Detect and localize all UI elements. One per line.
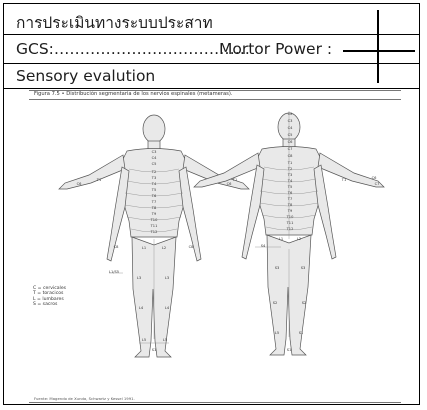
- svg-text:L2: L2: [162, 246, 166, 250]
- svg-text:T7: T7: [287, 197, 292, 201]
- svg-text:C5: C5: [152, 162, 157, 166]
- dermatome-figure: Figura 7.5 • Distribución segmentaria de…: [19, 89, 411, 404]
- svg-text:L1: L1: [279, 237, 283, 241]
- svg-text:L3: L3: [137, 276, 141, 280]
- motor-power-cross-horizontal: [343, 50, 415, 52]
- dermatome-illustration: C3C4C5 T2T3T4 T5T6T7 T8T9T10 T11T12 L1L2…: [19, 89, 411, 404]
- svg-text:T3: T3: [287, 173, 292, 177]
- form-title: การประเมินทางระบบประสาท: [16, 10, 213, 35]
- svg-text:S3: S3: [275, 266, 280, 270]
- figure-source: Fuente: Magendo de Xunda, Schwartz y Kes…: [34, 396, 135, 401]
- svg-text:C7: C7: [375, 182, 380, 186]
- svg-text:C8: C8: [189, 245, 195, 249]
- svg-text:S1: S1: [299, 331, 304, 335]
- svg-text:L1/S5: L1/S5: [109, 270, 119, 274]
- svg-text:L5: L5: [163, 338, 167, 342]
- svg-text:L5: L5: [275, 331, 279, 335]
- svg-text:C5: C5: [288, 133, 293, 137]
- svg-text:T1: T1: [341, 178, 346, 182]
- svg-text:T12: T12: [286, 227, 294, 231]
- svg-text:T2: T2: [151, 170, 156, 174]
- svg-text:C3: C3: [288, 119, 293, 123]
- legend-item: S = sacros: [33, 302, 66, 307]
- svg-text:T12: T12: [150, 230, 158, 234]
- dermatome-legend: C = cervicales T = toracicos L = lumbare…: [33, 286, 66, 308]
- svg-text:T9: T9: [151, 212, 157, 216]
- svg-text:C8: C8: [288, 154, 294, 158]
- svg-text:L4: L4: [139, 306, 144, 310]
- svg-text:T11: T11: [150, 224, 158, 228]
- svg-text:C2: C2: [288, 112, 293, 116]
- svg-text:T1: T1: [232, 178, 237, 182]
- svg-text:S1: S1: [287, 348, 292, 352]
- svg-text:S4: S4: [261, 244, 266, 248]
- svg-text:C3: C3: [152, 150, 157, 154]
- svg-text:T3: T3: [151, 176, 156, 180]
- figure-bottom-rule: [29, 402, 401, 403]
- svg-text:L1: L1: [142, 246, 146, 250]
- svg-text:C6: C6: [372, 176, 378, 180]
- neuro-assessment-form: การประเมินทางระบบประสาท GCS:…………………………………: [3, 3, 420, 405]
- svg-text:T11: T11: [286, 221, 294, 225]
- svg-text:S3: S3: [301, 266, 306, 270]
- svg-text:T1: T1: [287, 161, 292, 165]
- svg-text:T4: T4: [287, 179, 293, 183]
- svg-text:C6: C6: [77, 182, 83, 186]
- svg-text:S1: S1: [152, 348, 157, 352]
- motor-power-cross-vertical: [377, 10, 379, 83]
- svg-text:C6: C6: [288, 140, 294, 144]
- svg-text:L2: L2: [297, 237, 301, 241]
- title-row: การประเมินทางระบบประสาท: [4, 4, 419, 35]
- svg-text:T5: T5: [151, 188, 156, 192]
- motor-power-label: Mortor Power :: [219, 40, 332, 58]
- svg-text:T8: T8: [151, 206, 157, 210]
- svg-text:C4: C4: [288, 126, 294, 130]
- svg-text:T6: T6: [287, 191, 293, 195]
- svg-text:T2: T2: [287, 167, 292, 171]
- svg-text:T4: T4: [151, 182, 157, 186]
- svg-text:T9: T9: [287, 209, 293, 213]
- svg-text:T1: T1: [96, 178, 101, 182]
- svg-text:C4: C4: [152, 156, 158, 160]
- sensory-row: Sensory evalution: [4, 64, 419, 89]
- svg-text:L3: L3: [165, 276, 169, 280]
- svg-text:S2: S2: [273, 301, 278, 305]
- svg-text:T5: T5: [287, 185, 292, 189]
- svg-text:C6: C6: [227, 182, 233, 186]
- gcs-field[interactable]: GCS:………………………………..: [16, 40, 250, 58]
- svg-text:T6: T6: [151, 194, 157, 198]
- svg-text:L5: L5: [142, 338, 146, 342]
- sensory-label: Sensory evalution: [16, 67, 155, 85]
- svg-text:T7: T7: [151, 200, 156, 204]
- svg-text:C8: C8: [114, 245, 120, 249]
- svg-text:C7: C7: [288, 147, 293, 151]
- svg-text:L4: L4: [165, 306, 170, 310]
- svg-text:T10: T10: [286, 215, 294, 219]
- svg-text:S2: S2: [302, 301, 307, 305]
- svg-text:T8: T8: [287, 203, 293, 207]
- svg-text:T10: T10: [150, 218, 158, 222]
